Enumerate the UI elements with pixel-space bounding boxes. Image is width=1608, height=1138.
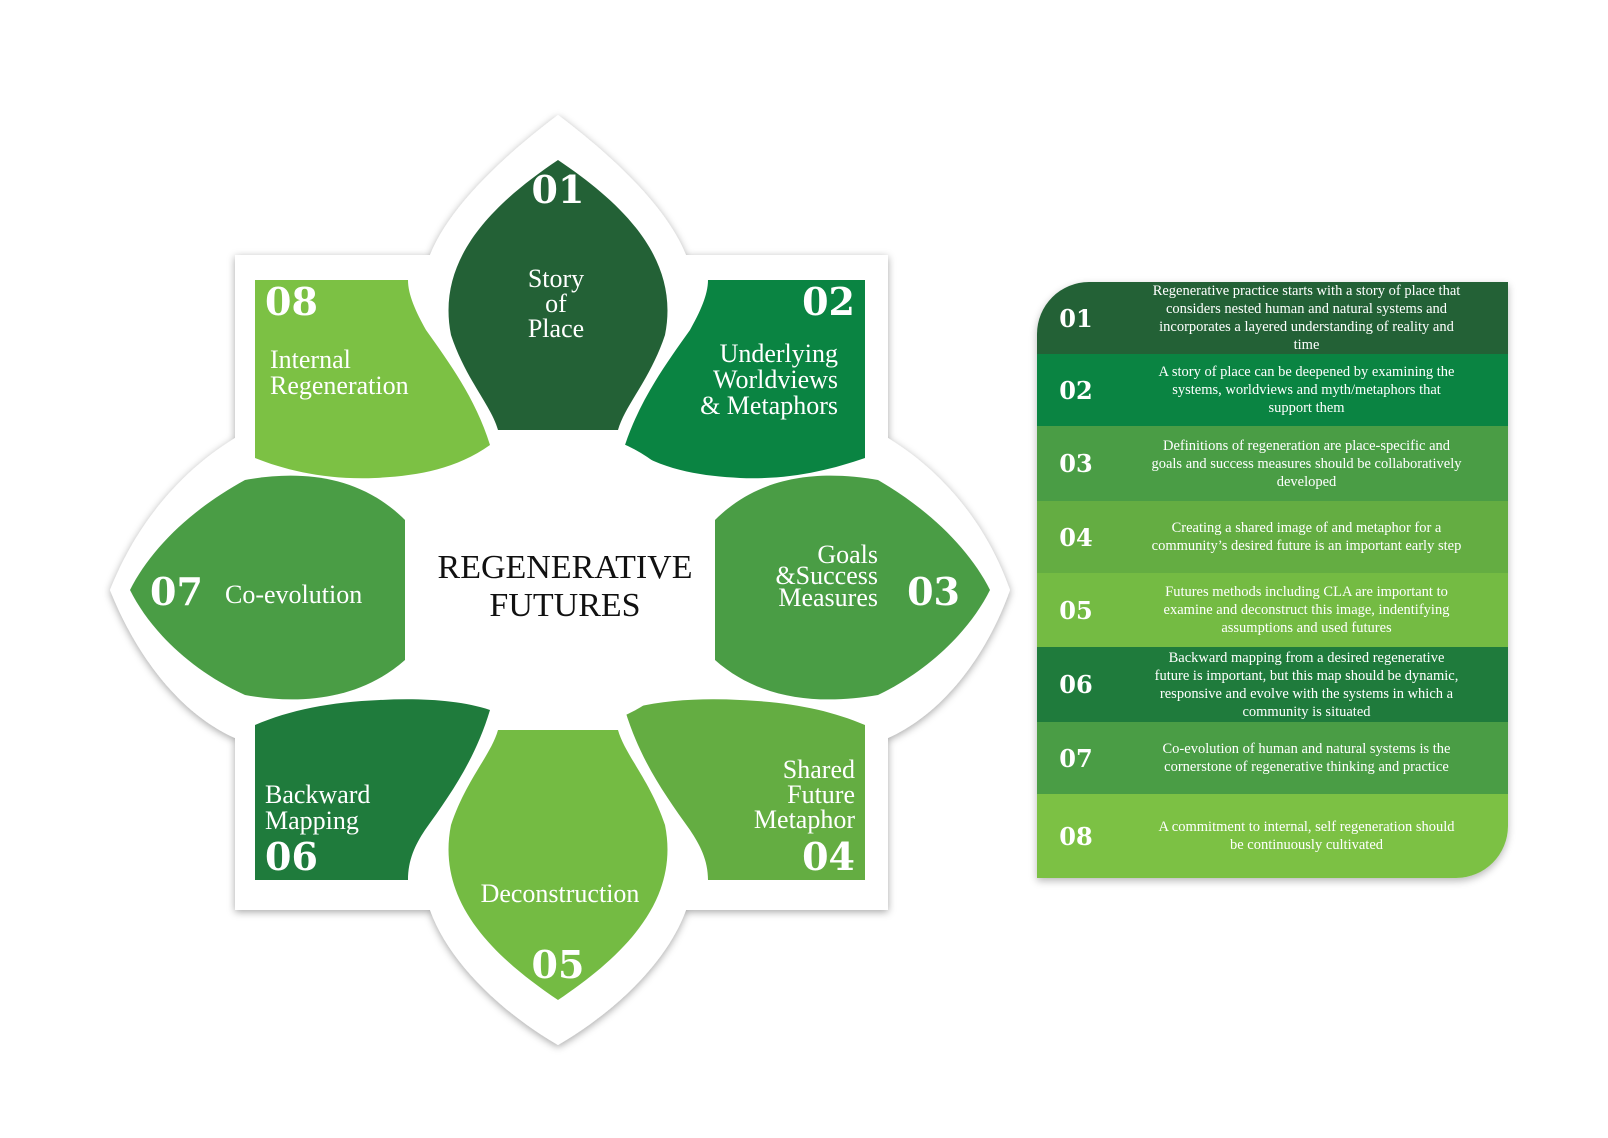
petal-label-08-line1: Internal <box>270 345 351 374</box>
table-row-06: 06 Backward mapping from a desired regen… <box>1037 647 1508 722</box>
table-row-07-number: 07 <box>1059 743 1093 773</box>
petal-label-06-line1: Backward <box>265 780 370 809</box>
petal-04: 04 Shared Future Metaphor <box>625 699 865 880</box>
table-row-06-number: 06 <box>1059 670 1093 699</box>
petal-label-07-line1: Co-evolution <box>225 580 362 609</box>
table-row-05-text: Futures methods including CLA are import… <box>1115 583 1508 637</box>
petal-label-03-line1: Goals <box>817 540 878 569</box>
petal-label-04-line1: Shared <box>783 755 855 784</box>
petal-06: 06 Backward Mapping <box>255 699 490 880</box>
petal-number-07: 07 <box>150 569 203 614</box>
petal-label-02-line3: & Metaphors <box>700 391 838 420</box>
petal-03: 03 Goals &Success Measures <box>715 475 990 700</box>
table-row-02-text-line3: support them <box>1268 400 1345 416</box>
table-row-03-text: Definitions of regeneration are place-sp… <box>1115 437 1508 491</box>
table-row-06-text-line1: Backward mapping from a desired regenera… <box>1168 649 1445 666</box>
table-row-06-text: Backward mapping from a desired regenera… <box>1115 649 1508 721</box>
center-circle <box>417 432 713 728</box>
petal-07: 07 Co-evolution <box>130 475 405 700</box>
table-row-04: 04 Creating a shared image of and metaph… <box>1037 501 1508 573</box>
table-row-04-text: Creating a shared image of and metaphor … <box>1115 519 1508 555</box>
table-row-06-text-line4: community is situated <box>1242 703 1371 720</box>
table-row-02: 02 A story of place can be deepened by e… <box>1037 354 1508 426</box>
petal-number-04: 04 <box>802 834 855 879</box>
table-row-01-text-line3: incorporates a layered understanding of … <box>1159 319 1454 335</box>
petal-label-01-line2: of <box>545 289 567 318</box>
petal-number-03: 03 <box>907 569 960 614</box>
petal-label-01-line1: Story <box>528 264 584 293</box>
petal-02: 02 Underlying Worldviews & Metaphors <box>625 279 865 479</box>
table-row-01-text: Regenerative practice starts with a stor… <box>1115 282 1508 354</box>
table-row-03-text-line2: goals and success measures should be col… <box>1151 455 1462 472</box>
table-row-03-text-line1: Definitions of regeneration are place-sp… <box>1162 437 1451 454</box>
table-row-07-text-line1: Co-evolution of human and natural system… <box>1162 741 1451 757</box>
petal-label-02-line1: Underlying <box>720 339 838 368</box>
table-row-08-text-line2: be continuously cultivated <box>1229 837 1384 853</box>
petal-08: 08 Internal Regeneration <box>255 279 490 479</box>
petal-label-03-line2: &Success <box>775 561 878 590</box>
petal-label-08-line2: Regeneration <box>270 371 409 400</box>
petal-number-06: 06 <box>265 834 318 879</box>
table-row-04-text-line2: community’s desired future is an importa… <box>1151 538 1462 554</box>
table-row-08: 08 A commitment to internal, self regene… <box>1037 794 1508 878</box>
table-row-05-text-line2: examine and deconstruct this image, inde… <box>1163 602 1450 618</box>
table-row-02-text-line1: A story of place can be deepened by exam… <box>1158 364 1455 380</box>
table-row-06-text-line3: responsive and evolve with the systems i… <box>1159 685 1454 702</box>
table-row-01-text-line1: Regenerative practice starts with a stor… <box>1152 283 1461 299</box>
table-row-03: 03 Definitions of regeneration are place… <box>1037 426 1508 501</box>
petal-label-01-line3: Place <box>528 314 584 343</box>
center-title-line2: FUTURES <box>489 587 640 624</box>
petal-label-05-line1: Deconstruction <box>481 879 640 908</box>
petal-number-02: 02 <box>802 279 855 324</box>
table-row-08-text-line1: A commitment to internal, self regenerat… <box>1158 819 1455 835</box>
table-row-03-text-line3: developed <box>1276 473 1337 490</box>
petal-05: 05 Deconstruction <box>448 730 668 1000</box>
table-row-04-number: 04 <box>1059 522 1093 552</box>
table-row-08-number: 08 <box>1059 821 1093 851</box>
table-row-08-text: A commitment to internal, self regenerat… <box>1115 818 1508 854</box>
petal-number-08: 08 <box>265 279 318 324</box>
petal-label-04-line3: Metaphor <box>754 805 855 834</box>
petal-label-03-line3: Measures <box>778 583 878 612</box>
petal-label-06-line2: Mapping <box>265 806 359 835</box>
petal-01: 01 Story of Place <box>448 160 668 430</box>
table-row-05-text-line3: assumptions and used futures <box>1221 620 1392 636</box>
table-row-01: 01 Regenerative practice starts with a s… <box>1037 282 1508 354</box>
table-row-07-text: Co-evolution of human and natural system… <box>1115 740 1508 776</box>
table-row-05-number: 05 <box>1059 595 1093 625</box>
table-row-02-number: 02 <box>1059 375 1093 405</box>
table-row-07: 07 Co-evolution of human and natural sys… <box>1037 722 1508 794</box>
table-row-06-text-line2: future is important, but this map should… <box>1154 667 1459 684</box>
table-row-04-text-line1: Creating a shared image of and metaphor … <box>1171 520 1442 536</box>
table-row-02-text-line2: systems, worldviews and myth/metaphors t… <box>1172 382 1441 398</box>
petal-number-01: 01 <box>532 167 585 212</box>
table-row-03-number: 03 <box>1059 449 1093 478</box>
table-row-07-text-line2: cornerstone of regenerative thinking and… <box>1164 759 1449 775</box>
table-row-01-text-line4: time <box>1293 337 1320 353</box>
table-row-05: 05 Futures methods including CLA are imp… <box>1037 573 1508 647</box>
center-title-line1: REGENERATIVE <box>438 549 693 586</box>
petal-label-04-line2: Future <box>787 780 855 809</box>
petal-label-02-line2: Worldviews <box>713 365 838 394</box>
table-row-02-text: A story of place can be deepened by exam… <box>1115 363 1508 417</box>
table-row-01-number: 01 <box>1059 303 1093 333</box>
description-table: 01 Regenerative practice starts with a s… <box>1037 282 1508 878</box>
table-row-05-text-line1: Futures methods including CLA are import… <box>1165 584 1448 600</box>
table-row-01-text-line2: considers nested human and natural syste… <box>1165 301 1448 317</box>
petal-number-05: 05 <box>532 942 585 987</box>
